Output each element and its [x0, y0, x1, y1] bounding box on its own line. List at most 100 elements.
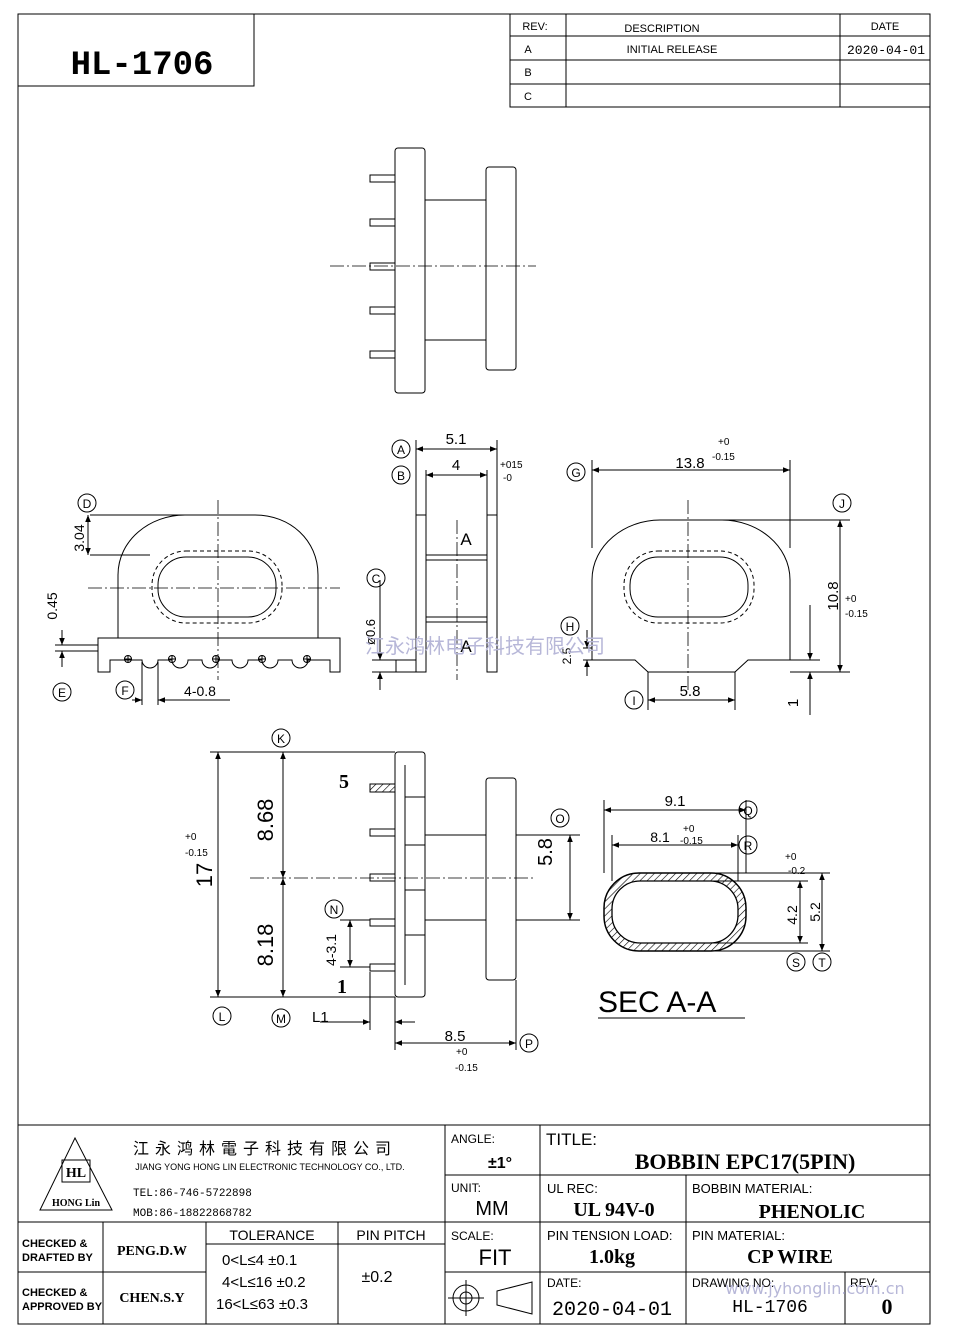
ref-bubble-d: D: [77, 493, 97, 513]
dimension-labels: 5.1 4 +015 -0 A A ø0.6 3.04 0.45 4-0.8 1…: [44, 431, 868, 1074]
ref-bubble-l: L: [212, 1006, 232, 1026]
rev-row-b-label: B: [524, 67, 531, 79]
date-label: DATE:: [547, 1276, 581, 1290]
dim-width-inner-tol-minus: -0: [503, 473, 512, 484]
ref-bubble-c: C: [366, 568, 386, 588]
checked-approved-label-2: APPROVED BY: [22, 1301, 103, 1313]
ref-bubble-s: S: [786, 952, 806, 972]
rev-col-header: REV:: [522, 21, 547, 33]
title-value: BOBBIN EPC17(5PIN): [635, 1149, 856, 1174]
ref-bubble-j: J: [832, 493, 852, 513]
tolerance-row-2: 4<L≤16 ±0.2: [222, 1274, 306, 1291]
pin-label-1: 1: [337, 976, 347, 998]
unit-value: MM: [475, 1198, 508, 1220]
tolerance-row-1: 0<L≤4 ±0.1: [222, 1252, 297, 1269]
ref-bubble-r: R: [738, 835, 758, 855]
ref-bubble-i: I: [624, 690, 644, 710]
rear-view: [583, 460, 850, 715]
svg-text:A: A: [397, 443, 405, 457]
dim-width-outer: 5.1: [446, 431, 467, 448]
description-col-header: DESCRIPTION: [624, 23, 699, 35]
dim-section-outer-height: 5.2: [807, 902, 823, 922]
section-a-a-label: SEC A-A: [598, 986, 716, 1019]
rev-label: REV:: [850, 1276, 878, 1290]
ref-bubble-a: A: [391, 439, 411, 459]
revision-table: REV: DESCRIPTION DATE A INITIAL RELEASE …: [509, 13, 931, 108]
dim-section-height-tol-minus: -0.2: [788, 866, 806, 877]
pin-label-5: 5: [339, 771, 349, 793]
dim-section-height-tol-plus: +0: [785, 852, 797, 863]
rev-row-c-label: C: [524, 91, 532, 103]
dim-section-inner-width-tol-minus: -0.15: [680, 836, 703, 847]
rev-row-a-date: 2020-04-01: [847, 43, 925, 58]
svg-text:P: P: [525, 1037, 533, 1051]
svg-text:I: I: [632, 694, 635, 708]
company-name-en: JIANG YONG HONG LIN ELECTRONIC TECHNOLOG…: [135, 1162, 404, 1172]
svg-text:N: N: [330, 903, 339, 917]
projection-symbol: [448, 1280, 533, 1316]
date-value: 2020-04-01: [552, 1299, 672, 1322]
pin-pitch-header: PIN PITCH: [356, 1227, 425, 1243]
top-view: [330, 147, 536, 394]
ref-bubble-e: E: [52, 682, 72, 702]
dim-overall-width-tol-minus: -0.15: [712, 452, 735, 463]
rev-value: 0: [882, 1294, 893, 1319]
title-label: TITLE:: [546, 1130, 597, 1149]
dim-section-inner-height: 4.2: [784, 905, 800, 925]
dim-length: 17: [192, 863, 217, 887]
dim-notch-width: 5.8: [680, 683, 701, 700]
ul-rec-label: UL REC:: [547, 1181, 598, 1196]
dim-overall-height-tol-minus: -0.15: [845, 609, 868, 620]
ref-bubble-t: T: [812, 952, 832, 972]
pin-pitch-value: ±0.2: [361, 1269, 392, 1286]
svg-text:G: G: [571, 466, 580, 480]
ref-bubble-n: N: [324, 899, 344, 919]
ref-bubble-m: M: [271, 1008, 291, 1028]
svg-text:D: D: [83, 497, 92, 511]
dim-core-height: 5.8: [535, 838, 557, 866]
pin-tension-label: PIN TENSION LOAD:: [547, 1228, 672, 1243]
svg-text:E: E: [58, 686, 66, 700]
svg-text:Q: Q: [743, 804, 752, 818]
sheet-border: [17, 13, 931, 1325]
bobbin-material-value: PHENOLIC: [759, 1201, 866, 1223]
drawing-no-label: DRAWING NO:: [692, 1276, 774, 1290]
svg-text:S: S: [792, 956, 800, 970]
dim-l1: L1: [312, 1009, 329, 1026]
side-view: [372, 440, 498, 690]
dim-section-inner-width-tol-plus: +0: [683, 824, 695, 835]
tolerance-row-3: 16<L≤63 ±0.3: [216, 1296, 308, 1313]
checked-drafted-label-1: CHECKED &: [22, 1238, 87, 1250]
drawing-no-value: HL-1706: [732, 1298, 808, 1318]
dim-standoff: 1: [785, 699, 802, 707]
dim-overall-width: 13.8: [675, 455, 704, 472]
svg-text:H: H: [566, 620, 575, 634]
dim-pin-diameter: ø0.6: [363, 619, 378, 645]
svg-text:R: R: [744, 839, 753, 853]
svg-text:J: J: [839, 497, 845, 511]
angle-value: ±1°: [488, 1155, 512, 1172]
unit-label: UNIT:: [451, 1181, 481, 1195]
svg-text:F: F: [121, 684, 128, 698]
approver-name: CHEN.S.Y: [119, 1291, 184, 1306]
dim-overall-height: 10.8: [825, 581, 842, 610]
ref-bubble-b: B: [391, 465, 411, 485]
company-mobile: MOB:86-18822868782: [133, 1208, 252, 1220]
dim-base-step: 0.45: [44, 592, 60, 619]
title-block: HL HONG Lin 江永鸿林電子科技有限公司 JIANG YONG HONG…: [17, 1124, 931, 1325]
date-col-header: DATE: [871, 21, 900, 33]
tolerance-header: TOLERANCE: [229, 1227, 314, 1243]
dim-section-outer-width: 9.1: [665, 793, 686, 810]
dim-pin-pitch: 4-0.8: [184, 683, 216, 699]
ref-bubble-k: K: [271, 728, 291, 748]
svg-text:T: T: [818, 956, 826, 970]
ref-bubble-p: P: [519, 1033, 539, 1053]
ul-rec-value: UL 94V-0: [573, 1199, 654, 1221]
dim-pin-spacing: 4-3.1: [323, 934, 339, 966]
rev-row-a-label: A: [524, 44, 532, 56]
angle-label: ANGLE:: [451, 1132, 495, 1146]
dim-depth-tol-minus: -0.15: [455, 1063, 478, 1074]
dim-width-inner: 4: [452, 457, 460, 474]
